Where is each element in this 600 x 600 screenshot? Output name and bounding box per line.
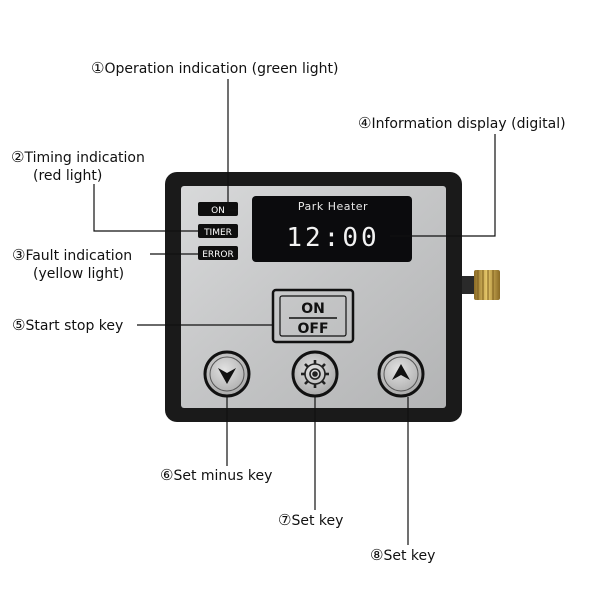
callout-text: Timing indication (24, 150, 145, 166)
callout-timing-indication: ②Timing indication (red light) (11, 148, 145, 185)
callout-number: ② (11, 148, 25, 166)
callout-set-key-up: ⑧Set key (370, 546, 435, 565)
callout-number: ① (91, 59, 105, 77)
callout-text: Fault indication (25, 248, 133, 264)
indicator-timer-label: TIMER (203, 228, 232, 238)
power-key-on-label: ON (301, 301, 325, 317)
callout-text: Set key (291, 513, 344, 529)
callout-number: ⑦ (278, 511, 292, 529)
callout-text: Information display (digital) (371, 116, 566, 132)
leader-line-4 (390, 134, 496, 237)
leader-line-1 (227, 79, 238, 211)
antenna-connector (460, 270, 500, 300)
callout-number: ③ (12, 246, 26, 264)
indicator-timer: TIMER (198, 224, 238, 238)
set-key-gear[interactable] (291, 350, 339, 398)
callout-fault-indication: ③Fault indication (yellow light) (12, 246, 132, 283)
indicator-error-label: ERROR (202, 250, 234, 260)
set-minus-key[interactable] (203, 350, 251, 398)
callout-text: Set minus key (173, 468, 273, 484)
callout-text-2: (red light) (33, 168, 103, 184)
start-stop-key[interactable]: ON OFF (271, 288, 355, 344)
callout-operation-indication: ①Operation indication (green light) (91, 59, 339, 78)
callout-set-minus-key: ⑥Set minus key (160, 466, 272, 485)
display-title: Park Heater (298, 200, 368, 213)
callout-text: Start stop key (25, 318, 124, 334)
gear-icon (301, 360, 329, 388)
information-display: Park Heater 12:00 (252, 196, 412, 262)
power-key-off-label: OFF (297, 321, 328, 337)
callout-number: ⑧ (370, 546, 384, 564)
callout-text: Set key (383, 548, 436, 564)
callout-text-2: (yellow light) (33, 266, 125, 282)
display-time: 12:00 (286, 223, 379, 253)
callout-information-display: ④Information display (digital) (358, 114, 566, 133)
callout-start-stop-key: ⑤Start stop key (12, 316, 123, 335)
indicator-error: ERROR (198, 246, 238, 260)
indicator-on-label: ON (211, 206, 225, 216)
chevron-down-icon (218, 368, 236, 384)
callout-number: ⑥ (160, 466, 174, 484)
callout-set-key-gear: ⑦Set key (278, 511, 343, 530)
leader-line-2 (93, 184, 198, 232)
set-plus-key[interactable] (377, 350, 425, 398)
callout-number: ④ (358, 114, 372, 132)
callout-text: Operation indication (green light) (104, 61, 339, 77)
chevron-up-icon (392, 364, 410, 380)
callout-number: ⑤ (12, 316, 26, 334)
